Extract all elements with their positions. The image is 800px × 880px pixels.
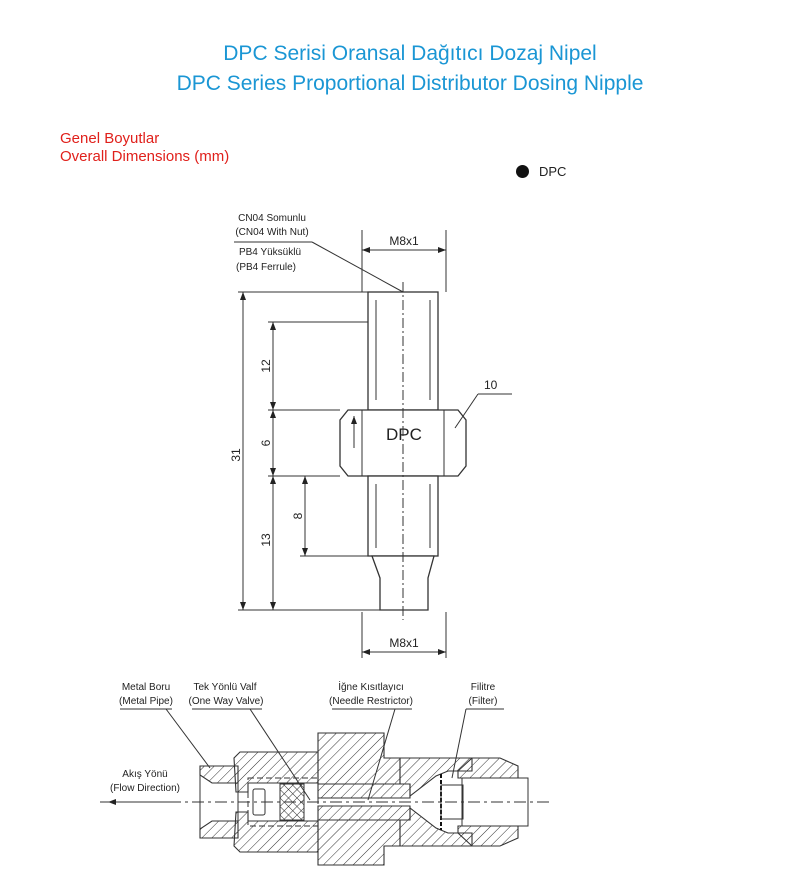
hex-size-label: 10 [484, 378, 498, 392]
callout-nut-en: (CN04 With Nut) [235, 227, 308, 238]
dim-upper: 12 [259, 359, 273, 373]
thread-bottom-label: M8x1 [389, 636, 419, 650]
label-needle-tr: İğne Kısıtlayıcı [338, 680, 404, 693]
legend-dot-icon [516, 165, 529, 178]
page-title-tr: DPC Serisi Oransal Dağıtıcı Dozaj Nipel [223, 42, 597, 65]
label-flow-tr: Akış Yönü [122, 769, 167, 780]
label-valve-tr: Tek Yönlü Valf [193, 682, 256, 693]
label-valve-en: (One Way Valve) [188, 696, 263, 707]
label-filter-en: (Filter) [469, 696, 498, 707]
label-flow-en: (Flow Direction) [110, 783, 180, 794]
label-needle-en: (Needle Restrictor) [329, 696, 413, 707]
dim-hex: 6 [259, 439, 273, 446]
label-metal-pipe-tr: Metal Boru [122, 682, 170, 693]
page-title-en: DPC Series Proportional Distributor Dosi… [176, 72, 644, 95]
label-filter-tr: Filitre [471, 682, 496, 693]
dimension-view: CN04 Somunlu (CN04 With Nut) PB4 Yüksükl… [229, 213, 512, 658]
callout-ferrule-tr: PB4 Yüksüklü [239, 247, 301, 258]
legend: DPC [516, 164, 566, 179]
section-view: Metal Boru (Metal Pipe) Tek Yönlü Valf (… [100, 680, 552, 866]
dim-lower: 13 [259, 533, 273, 547]
dim-total: 31 [229, 448, 243, 462]
callout-ferrule-en: (PB4 Ferrule) [236, 262, 296, 273]
dim-thread: 8 [291, 512, 305, 519]
thread-top-label: M8x1 [389, 234, 419, 248]
section-heading-tr: Genel Boyutlar [60, 130, 160, 147]
label-metal-pipe-en: (Metal Pipe) [119, 696, 173, 707]
legend-label: DPC [539, 164, 567, 179]
section-heading-en: Overall Dimensions (mm) [60, 148, 230, 165]
callout-nut-tr: CN04 Somunlu [238, 213, 306, 224]
hex-label: DPC [386, 425, 422, 444]
